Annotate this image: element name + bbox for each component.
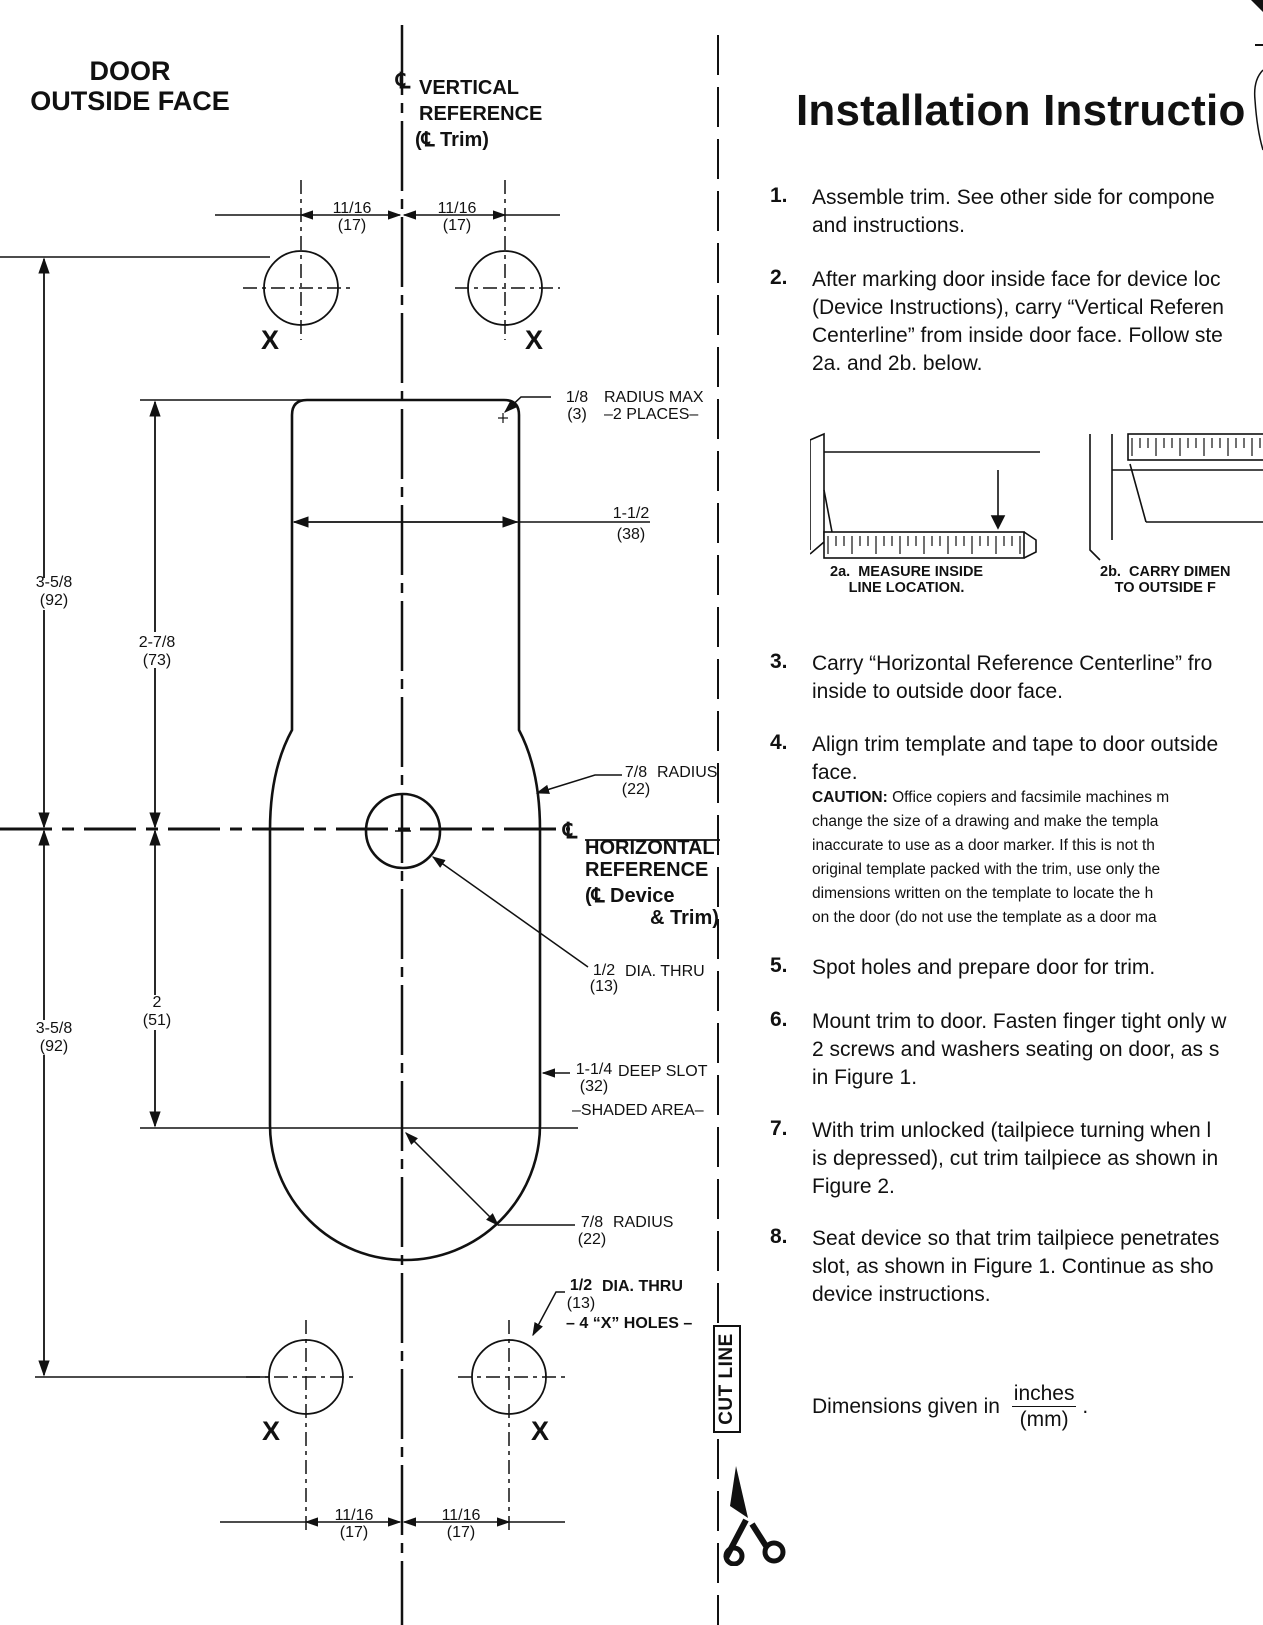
dim-text: (92) (40, 592, 68, 609)
dim-text: 1/8 (566, 389, 588, 406)
dim-text: 7/8 (625, 764, 647, 781)
dim-text: –2 PLACES– (604, 406, 698, 423)
step-number: 8. (770, 1225, 788, 1248)
dim-text: DIA. THRU (602, 1278, 683, 1295)
dim-text: RADIUS (657, 764, 717, 781)
dim-text: (13) (567, 1295, 595, 1312)
step-text: Seat device so that trim tailpiece penet… (812, 1227, 1220, 1306)
step-text: Assemble trim. See other side for compon… (812, 186, 1215, 237)
dim-text: 2 (153, 994, 162, 1011)
step-number: 1. (770, 184, 788, 207)
dim-text: (17) (338, 217, 366, 234)
vref-symbol: ℄ (395, 68, 411, 93)
x-mark: X (261, 325, 279, 355)
dim-text: 3-5/8 (36, 574, 73, 591)
dim-text: DIA. THRU (625, 963, 705, 980)
dims-denominator: (mm) (1019, 1408, 1069, 1431)
href-line3: (℄ Device (585, 885, 675, 907)
caution-label: CAUTION: (812, 789, 888, 806)
figures-2a-2b (810, 432, 1263, 561)
step-number: 4. (770, 731, 788, 754)
dim-text: 1/2 (593, 962, 615, 979)
step-text: With trim unlocked (tailpiece turning wh… (812, 1119, 1219, 1198)
href-line4: & Trim) (650, 907, 719, 929)
vref-line1: VERTICAL (419, 77, 519, 99)
dims-numerator: inches (1011, 1382, 1077, 1407)
step-text: After marking door inside face for devic… (812, 268, 1224, 375)
step-number: 6. (770, 1008, 788, 1031)
dim-text: (3) (567, 406, 587, 423)
dim-text: (51) (143, 1012, 171, 1029)
cut-line-label: CUT LINE (713, 1325, 741, 1433)
template-drawing: DOOR OUTSIDE FACE ℄ VERTICAL REFERENCE (… (0, 25, 720, 1625)
instructions-panel: Installation Instructio 1. Assemble trim… (770, 0, 1263, 1625)
dim-text: (13) (590, 978, 618, 995)
dim-text: (22) (578, 1231, 606, 1248)
dim-text: 1-1/4 (576, 1061, 613, 1078)
dim-text: (73) (143, 652, 171, 669)
door-face-title-2: OUTSIDE FACE (30, 86, 230, 116)
step-number: 3. (770, 650, 788, 673)
dims-suffix: . (1082, 1395, 1089, 1419)
dim-text: (17) (443, 217, 471, 234)
dim-text: 11/16 (442, 1507, 481, 1524)
x-mark: X (525, 325, 543, 355)
door-face-title-1: DOOR (90, 56, 171, 86)
dim-text: 3-5/8 (36, 1020, 73, 1037)
step-number: 2. (770, 266, 788, 289)
x-mark: X (262, 1416, 280, 1446)
x-mark: X (531, 1416, 549, 1446)
dim-text: (32) (580, 1078, 608, 1095)
x-hole-top-right (455, 180, 560, 340)
dim-text: RADIUS MAX (604, 389, 704, 406)
figure-2a-caption: 2a. MEASURE INSIDE LINE LOCATION. (830, 564, 984, 596)
dim-text: – 4 “X” HOLES – (566, 1315, 692, 1332)
dim-text: (22) (622, 781, 650, 798)
figure-2b-caption: 2b. CARRY DIMEN TO OUTSIDE F (1100, 564, 1231, 596)
edge-marks (1251, 0, 1263, 151)
page-title: Installation Instructio (796, 86, 1246, 135)
dim-text: DEEP SLOT (618, 1063, 708, 1080)
vref-line3: (℄ Trim) (415, 129, 489, 151)
dim-text: 2-7/8 (139, 634, 176, 651)
dim-text: 11/16 (335, 1507, 374, 1524)
dims-fraction: inches (mm) (1011, 1382, 1077, 1433)
dim-text: (17) (447, 1524, 475, 1541)
href-symbol: ℄ (562, 818, 578, 843)
dim-text: 1/2 (570, 1277, 592, 1294)
dim-text: –SHADED AREA– (572, 1102, 704, 1119)
vref-line2: REFERENCE (419, 103, 542, 125)
step-number: 5. (770, 954, 788, 977)
dim-text: 11/16 (438, 200, 477, 217)
dimensions-note: Dimensions given in inches (mm) . (812, 1382, 1088, 1433)
step-text: Spot holes and prepare door for trim. (812, 956, 1156, 979)
dims-prefix: Dimensions given in (812, 1395, 1000, 1419)
href-line2: REFERENCE (585, 859, 708, 881)
dim-text: 11/16 (333, 200, 372, 217)
step-text: Carry “Horizontal Reference Centerline” … (812, 652, 1213, 703)
caution-note: CAUTION: Office copiers and facsimile ma… (812, 786, 1169, 930)
dim-text: (17) (340, 1524, 368, 1541)
x-hole-top-left (243, 180, 350, 340)
href-line1: HORIZONTAL (585, 837, 715, 859)
dim-text: 7/8 (581, 1214, 603, 1231)
step-number: 7. (770, 1117, 788, 1140)
cut-line-text: CUT LINE (716, 1333, 737, 1425)
dim-text: 1-1/2 (613, 505, 650, 522)
dim-text: (38) (617, 526, 645, 543)
step-text: Mount trim to door. Fasten finger tight … (812, 1010, 1227, 1089)
dim-text: (92) (40, 1038, 68, 1055)
scissors-icon (723, 1466, 786, 1566)
x-hole-bottom-right (458, 1320, 565, 1530)
center-hole (364, 792, 442, 870)
step-text: Align trim template and tape to door out… (812, 733, 1219, 784)
dim-text: RADIUS (613, 1214, 673, 1231)
caution-text: Office copiers and facsimile machines m … (812, 789, 1170, 926)
trim-outline (268, 398, 542, 1262)
